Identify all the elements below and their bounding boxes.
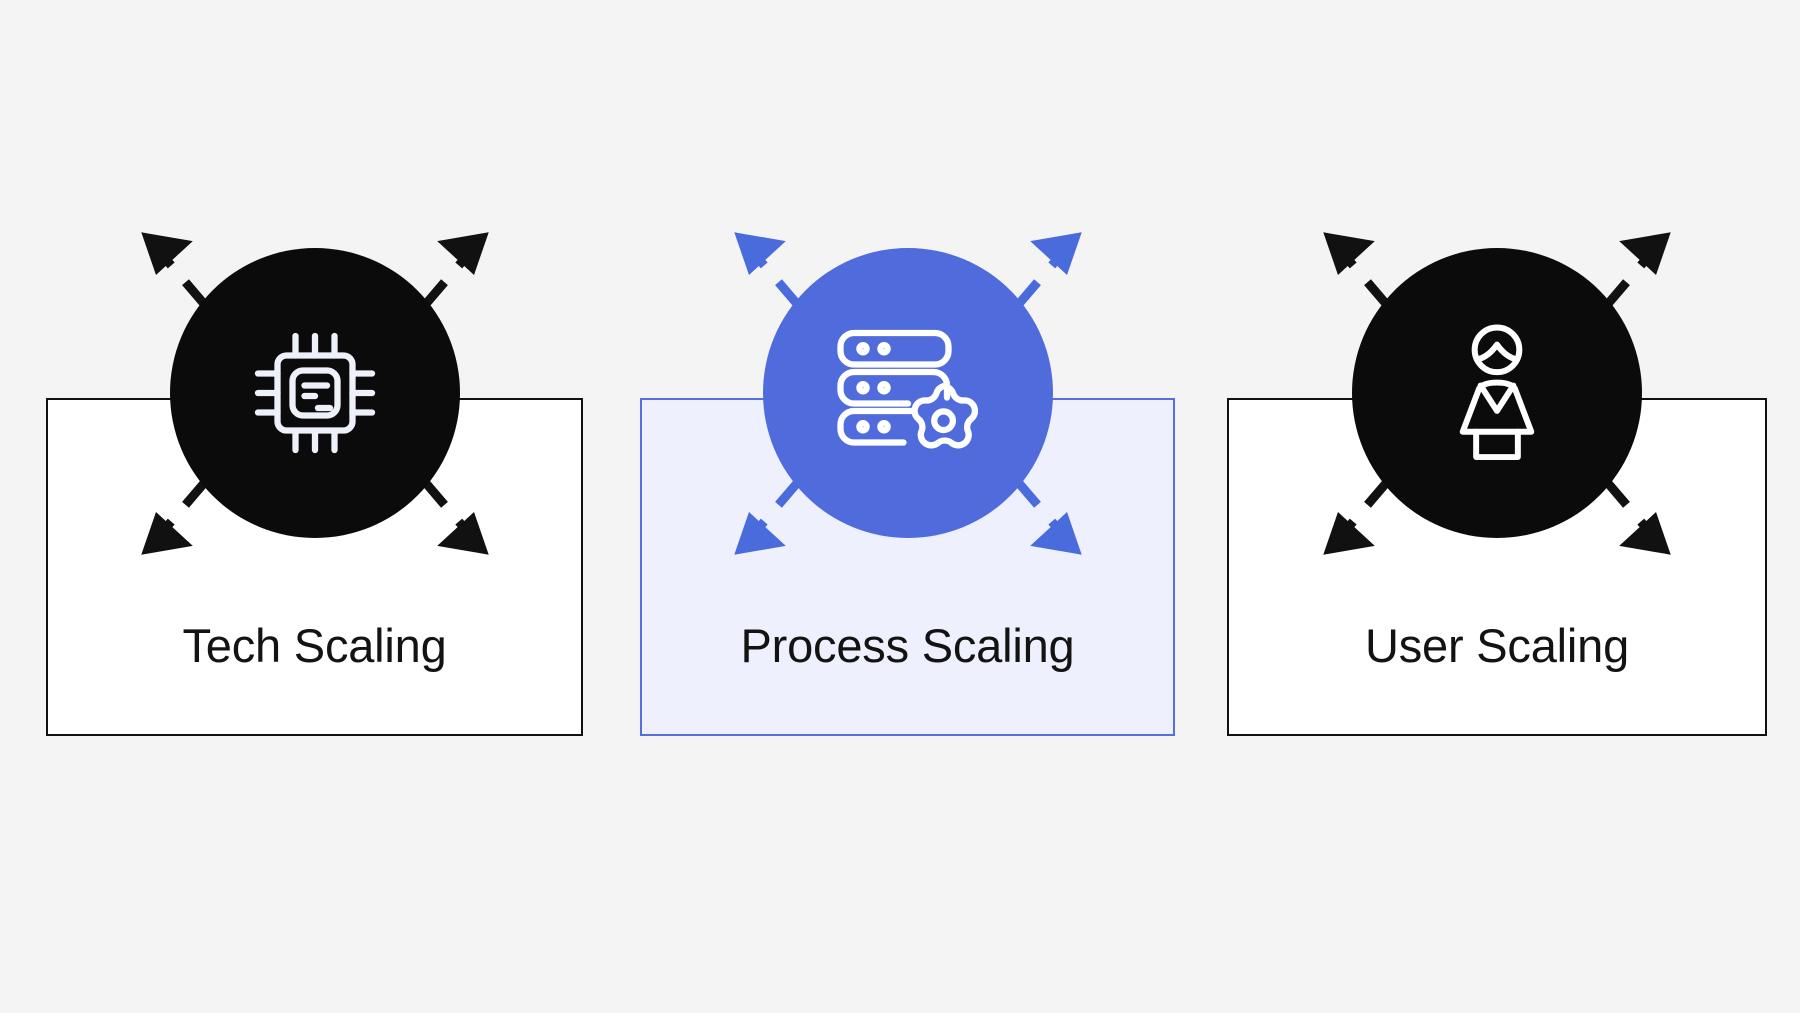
cpu-chip-icon bbox=[240, 318, 390, 468]
icon-badge-user-scaling[interactable] bbox=[1352, 248, 1642, 538]
icon-badge-process-scaling[interactable] bbox=[763, 248, 1053, 538]
card-group-tech-scaling[interactable]: Tech Scaling bbox=[0, 0, 590, 1013]
card-group-process-scaling[interactable]: Process Scaling bbox=[593, 0, 1183, 1013]
card-label-tech-scaling: Tech Scaling bbox=[182, 619, 447, 672]
server-gear-icon bbox=[828, 318, 988, 468]
person-user-icon bbox=[1427, 318, 1567, 468]
icon-badge-tech-scaling[interactable] bbox=[170, 248, 460, 538]
card-label-process-scaling: Process Scaling bbox=[740, 619, 1075, 672]
card-group-user-scaling[interactable]: User Scaling bbox=[1182, 0, 1772, 1013]
card-label-user-scaling: User Scaling bbox=[1364, 619, 1630, 672]
